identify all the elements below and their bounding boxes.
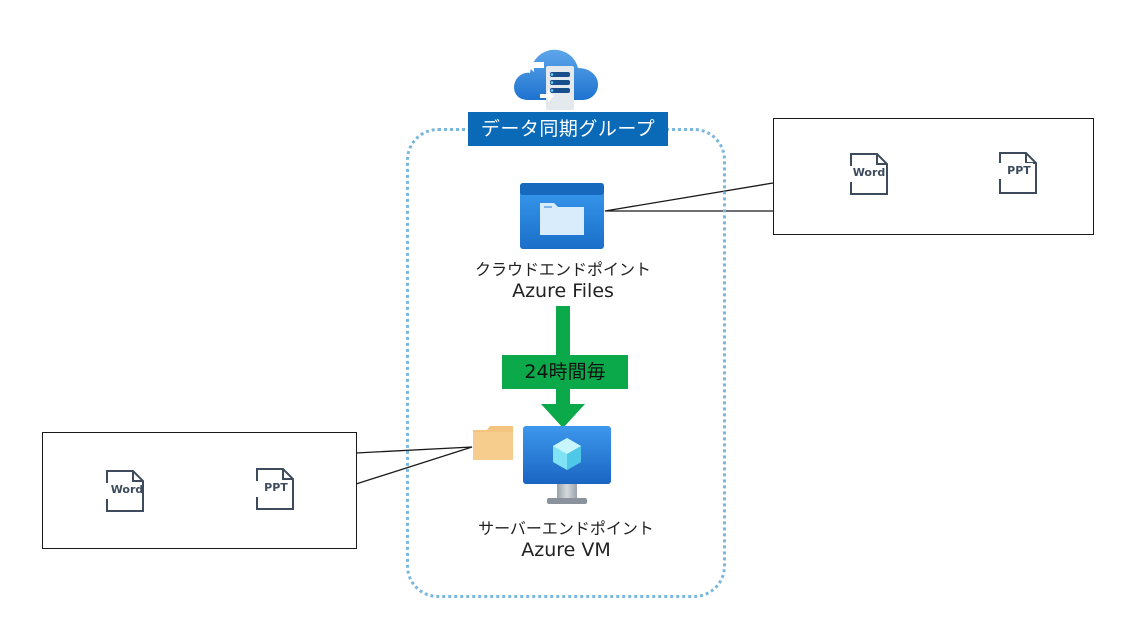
word-file-label: Word <box>852 166 886 179</box>
ppt-file-label: PPT <box>1007 164 1031 177</box>
ppt-file-label: PPT <box>264 481 288 494</box>
sync-arrow-head <box>541 404 585 428</box>
server-files-callout: Word PPT <box>42 432 357 549</box>
document-icon <box>104 470 144 512</box>
server-endpoint-title: サーバーエンドポイント <box>478 519 654 538</box>
sync-arrow-shaft-bottom <box>556 389 570 407</box>
azure-files-folder-icon <box>520 183 604 249</box>
cloud-endpoint-title: クラウドエンドポイント <box>474 260 651 279</box>
word-file-label: Word <box>110 483 144 496</box>
sync-arrow-shaft-top <box>556 306 570 356</box>
cloud-callout-pointer <box>604 182 774 212</box>
document-icon <box>997 152 1037 194</box>
server-endpoint-service: Azure VM <box>521 539 611 561</box>
cloud-endpoint-service: Azure Files <box>512 280 614 302</box>
cloud-server-sync-icon <box>514 49 599 110</box>
server-callout-pointer <box>355 446 473 485</box>
cloud-files-callout: Word PPT <box>773 118 1094 235</box>
folder-icon <box>473 426 513 460</box>
sync-interval-label: 24時間毎 <box>502 355 628 389</box>
azure-vm-monitor-icon <box>523 426 611 504</box>
document-icon <box>254 468 294 510</box>
sync-group-label: データ同期グループ <box>468 112 668 146</box>
document-icon <box>848 153 888 195</box>
